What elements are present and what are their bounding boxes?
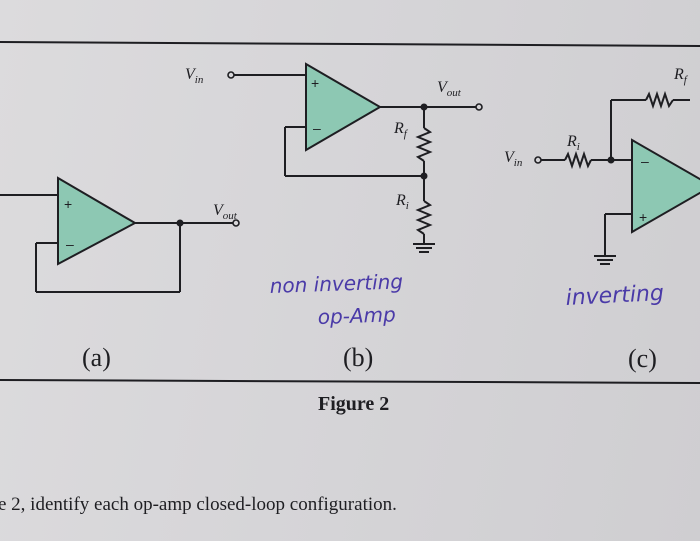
- panel-a-plus-sign: +: [64, 196, 72, 212]
- panel-b-opamp: [305, 62, 382, 152]
- panel-c-plus-sign: +: [639, 209, 647, 225]
- panel-b-feedback-junction: [420, 172, 428, 180]
- panel-b-rf-label: Rf: [393, 120, 409, 140]
- panel-b-input-terminal: [227, 71, 235, 79]
- panel-b-rf-resistor: [415, 127, 433, 162]
- panel-c-input-terminal: [534, 156, 542, 164]
- panel-c-vin-label: Vin: [504, 149, 523, 169]
- panel-b-ri-label: Ri: [395, 192, 409, 212]
- panel-b-ri-resistor: [415, 200, 433, 235]
- panel-a-minus-sign: –: [66, 236, 74, 252]
- panel-a-circuit: [0, 194, 233, 293]
- figure-caption: Figure 2: [318, 393, 389, 415]
- panel-b-handwritten-note-line1: non inverting: [269, 269, 403, 298]
- panel-c-label: (c): [628, 344, 657, 373]
- panel-b-handwritten-note-line2: op-Amp: [317, 302, 396, 329]
- panel-c-junction: [607, 156, 615, 164]
- panel-c-minus-sign: –: [641, 153, 649, 169]
- panel-c-rf-label: Rf: [673, 66, 689, 86]
- panel-b-vout-label: Vout: [437, 79, 462, 99]
- panel-a-output-terminal: [232, 219, 240, 227]
- panel-b-minus-sign: –: [313, 120, 321, 136]
- top-rule: [0, 41, 700, 47]
- panel-a-vout-label: Vout: [213, 202, 238, 222]
- panel-c-handwritten-note: inverting: [565, 281, 665, 311]
- panel-a-opamp: [57, 176, 138, 266]
- panel-a-junction: [176, 219, 184, 227]
- panel-c-ri-resistor: [564, 150, 592, 170]
- panel-c-ri-label: Ri: [566, 133, 580, 153]
- panel-b-vin-label: Vin: [185, 66, 204, 86]
- panel-c-circuit: [541, 90, 690, 265]
- panel-b-output-junction: [420, 103, 428, 111]
- question-text: e 2, identify each op-amp closed-loop co…: [0, 494, 397, 515]
- panel-b-output-terminal: [475, 103, 483, 111]
- panel-c-opamp: [631, 138, 700, 234]
- panel-c-rf-resistor: [645, 90, 674, 110]
- panel-b-plus-sign: +: [311, 75, 319, 91]
- panel-b-label: (b): [343, 343, 373, 372]
- panel-a-label: (a): [82, 343, 111, 372]
- bottom-rule: [0, 379, 700, 384]
